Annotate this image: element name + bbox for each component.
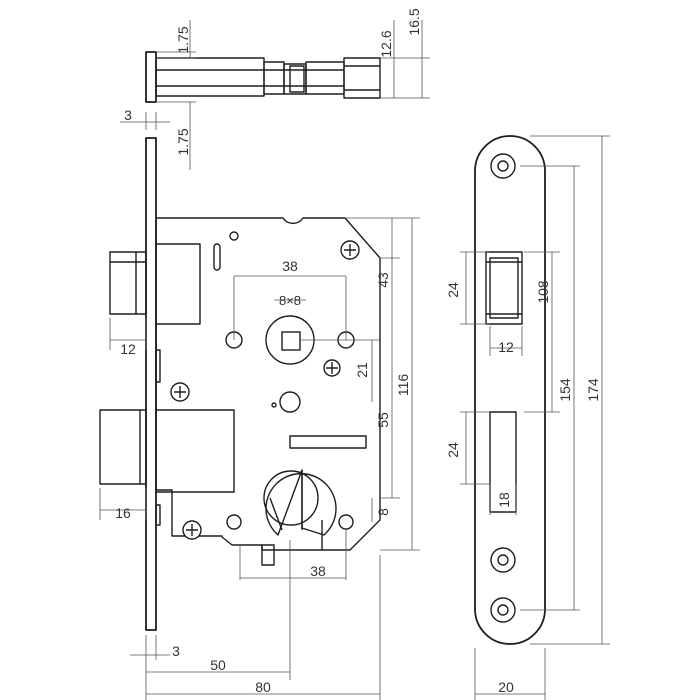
dim-55: 55 (375, 412, 391, 428)
top-mid (283, 63, 307, 95)
dimension-labels: 1.75 1.75 12.6 16.5 3 38 8×8 43 21 55 11… (115, 8, 601, 695)
side-view (99, 137, 420, 700)
slot-hole (213, 243, 221, 271)
latch-housing (155, 243, 201, 325)
top-forend (145, 51, 157, 103)
strike-plate (460, 135, 610, 700)
dim-backset: 50 (210, 657, 226, 673)
dim-top-c: 12.6 (378, 30, 394, 57)
screw-icon (170, 382, 190, 402)
dim-top-d: 16.5 (406, 8, 422, 35)
spindle-square (281, 331, 301, 351)
dim-8: 8 (375, 508, 391, 516)
dim-116: 116 (395, 374, 411, 397)
deadbolt-opening (489, 411, 517, 513)
top-mid-inner (289, 65, 305, 93)
case-slot (289, 435, 367, 449)
dim-21: 21 (354, 362, 370, 378)
dim-spindle-square: 8×8 (279, 293, 301, 308)
dim-strike-24a: 24 (445, 282, 461, 298)
top-shaft (305, 61, 345, 95)
dim-spindle-spacing: 38 (282, 258, 298, 274)
dim-strike-width: 20 (498, 679, 514, 695)
dim-deadbolt-width: 16 (115, 505, 131, 521)
top-case (155, 57, 265, 97)
deadbolt (99, 409, 147, 485)
strike-outline (474, 135, 546, 645)
latch-bolt (109, 251, 147, 315)
top-bolt-head (343, 57, 381, 99)
top-view (120, 20, 430, 170)
dim-case-depth: 80 (255, 679, 271, 695)
dim-bottom-3: 3 (172, 643, 180, 659)
dim-strike-108: 108 (535, 280, 551, 304)
dim-top-b: 1.75 (175, 128, 191, 155)
cylinder-cutout (265, 469, 337, 536)
screw-icon (182, 520, 202, 540)
dim-latch-width: 12 (120, 341, 136, 357)
dim-strike-12: 12 (498, 339, 514, 355)
top-collar (263, 61, 285, 95)
dim-strike-174: 174 (585, 378, 601, 402)
screw-icon (340, 240, 360, 260)
dim-top-a: 1.75 (175, 26, 191, 53)
dim-strike-24b: 24 (445, 442, 461, 458)
latch-opening (485, 251, 523, 325)
screw-icon (323, 359, 341, 377)
lock-case (155, 217, 381, 551)
forend-plate (145, 137, 157, 631)
dim-43: 43 (375, 272, 391, 288)
dim-cylinder-spacing: 38 (310, 563, 326, 579)
deadbolt-housing (155, 409, 235, 493)
dim-strike-18: 18 (496, 492, 512, 508)
dim-strike-154: 154 (557, 378, 573, 402)
dim-plate-thickness: 3 (124, 107, 132, 123)
